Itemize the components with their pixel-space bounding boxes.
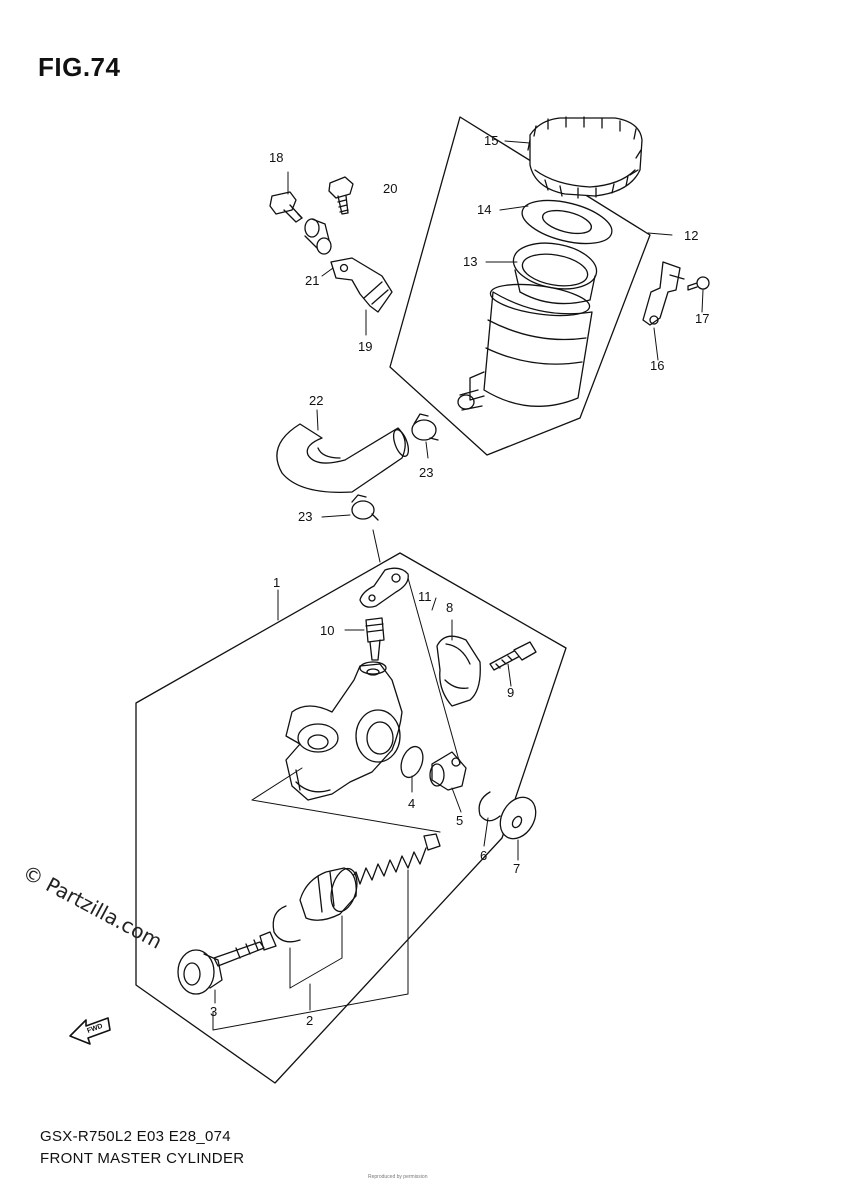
callout-13: 13 [463,254,477,269]
bolt-20 [328,176,354,215]
callout-14: 14 [477,202,491,217]
callout-2: 2 [306,1013,313,1028]
circlip-piston [272,905,301,943]
callout-21: 21 [305,273,319,288]
callout-9: 9 [507,685,514,700]
fine-print: Reproduced by permission [368,1174,428,1180]
hose-clamp-upper [411,413,439,441]
clamp-bracket [642,261,685,326]
callout-1: 1 [273,575,280,590]
o-ring [400,745,424,779]
diaphragm-plate [521,199,613,245]
callout-8: 8 [446,600,453,615]
bolt-9 [489,641,537,671]
callout-23-upper: 23 [419,465,433,480]
callout-11: 11 [418,589,432,604]
reservoir-assembly-frame [389,116,651,456]
diagram-name: FRONT MASTER CYLINDER [40,1150,245,1167]
callout-22: 22 [309,393,323,408]
reservoir-bracket [330,257,393,313]
callout-15: 15 [484,133,498,148]
callout-6: 6 [480,848,487,863]
callout-4: 4 [408,796,415,811]
connector-plate [359,567,409,608]
reservoir-body [457,283,593,411]
callout-19: 19 [358,339,372,354]
fitting-10 [365,617,385,661]
reservoir-hose [276,423,410,494]
return-spring [349,833,441,885]
model-code: GSX-R750L2 E03 E28_074 [40,1128,231,1145]
collar-21 [304,218,332,255]
callout-3: 3 [210,1004,217,1019]
fwd-arrow-icon [69,1017,111,1045]
callout-17: 17 [695,311,709,326]
cover-7 [499,796,537,840]
bolt-18 [269,191,303,223]
master-cylinder-body [285,661,403,801]
figure-title: FIG.74 [38,52,121,82]
callout-7: 7 [513,861,520,876]
screw-17 [687,276,710,291]
callout-18: 18 [269,150,283,165]
leader-lines [212,140,704,1031]
reservoir-cap [527,116,643,199]
callout-12: 12 [684,228,698,243]
callout-20: 20 [383,181,397,196]
piston-cup-assembly [299,867,358,921]
brake-switch [429,751,467,791]
callout-10: 10 [320,623,334,638]
circlip-6 [478,791,501,822]
master-cylinder-assembly-frame [135,552,567,1084]
callout-23-lower: 23 [298,509,312,524]
hose-clamp-lower [351,494,379,521]
diaphragm [512,242,598,305]
holder-clamp [436,635,481,707]
callout-16: 16 [650,358,664,373]
callout-5: 5 [456,813,463,828]
push-rod [177,931,277,995]
